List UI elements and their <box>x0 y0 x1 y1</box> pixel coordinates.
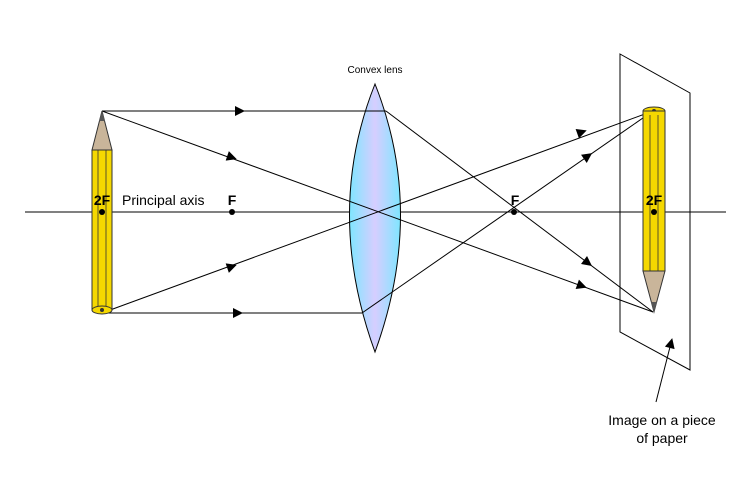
object-pencil-end-lead <box>100 308 104 312</box>
image-2f-point <box>651 209 657 215</box>
arrow-image-top-1 <box>575 128 587 139</box>
image-2f-label: 2F <box>646 192 663 208</box>
object-2f-point <box>99 209 105 215</box>
focal-left-label: F <box>228 192 237 208</box>
arrow-bottom-central <box>225 263 237 273</box>
principal-axis-label: Principal axis <box>122 192 204 208</box>
image-caption-line2: of paper <box>636 430 688 446</box>
lens-label: Convex lens <box>347 65 402 76</box>
light-rays <box>101 110 654 314</box>
image-pencil <box>642 106 666 314</box>
ray-bottom-parallel-refracted <box>361 110 654 314</box>
convex-lens <box>349 82 401 354</box>
focal-point-right <box>511 209 517 215</box>
image-caption-line1: Image on a piece <box>608 412 716 428</box>
image-pencil-body <box>642 110 666 272</box>
object-pencil-lead <box>99 111 105 121</box>
ray-bottom-central <box>101 110 654 314</box>
arrow-caption <box>655 338 675 403</box>
object-2f-label: 2F <box>94 192 111 208</box>
image-pencil-wood-tip <box>642 270 666 314</box>
object-pencil-body <box>91 149 113 311</box>
focal-point-left <box>229 209 235 215</box>
ray-top-parallel-refracted <box>385 110 654 313</box>
ray-arrowheads <box>225 106 675 403</box>
object-pencil <box>91 110 113 315</box>
image-pencil-lead <box>651 302 657 312</box>
focal-right-label: F <box>511 192 520 208</box>
